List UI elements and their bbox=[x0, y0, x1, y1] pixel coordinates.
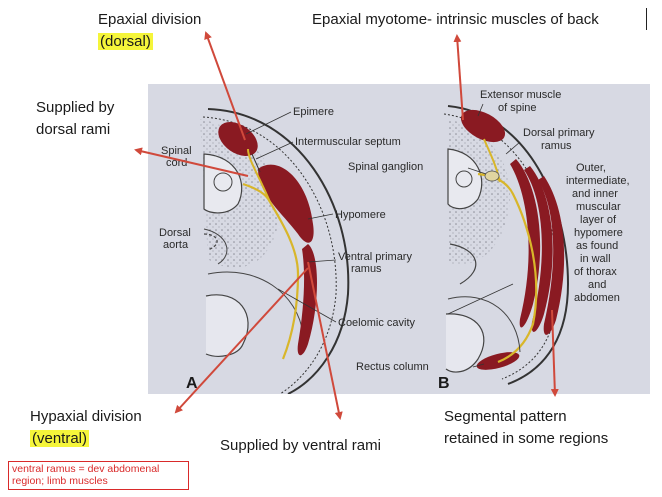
supplied-ventral-label: Supplied by ventral rami bbox=[220, 437, 381, 454]
label-ventral-primary-2: ramus bbox=[351, 263, 382, 275]
label-layers-3: and inner bbox=[572, 188, 618, 200]
label-dorsal-primary-2: ramus bbox=[541, 140, 572, 152]
epaxial-division-label: Epaxial division (dorsal) bbox=[98, 9, 201, 53]
label-layers-7: as found bbox=[576, 240, 618, 252]
segmental-line1: Segmental pattern bbox=[444, 408, 567, 425]
label-rectus-column: Rectus column bbox=[356, 361, 429, 373]
panel-a-drawing bbox=[200, 108, 350, 394]
label-dorsal-primary-1: Dorsal primary bbox=[523, 127, 595, 139]
label-layers-11: abdomen bbox=[574, 292, 620, 304]
label-layers-4: muscular bbox=[576, 201, 621, 213]
label-layers-1: Outer, bbox=[576, 162, 606, 174]
label-spinal-cord-2: cord bbox=[166, 157, 187, 169]
figure-drawing: Epimere Intermuscular septum Spinal cord… bbox=[159, 89, 630, 394]
ventral-highlight: (ventral) bbox=[30, 430, 90, 447]
note-line2: region; limb muscles bbox=[12, 475, 108, 487]
label-spinal-ganglion: Spinal ganglion bbox=[348, 161, 423, 173]
label-layers-9: of thorax bbox=[574, 266, 617, 278]
embryo-cross-section-figure: Epimere Intermuscular septum Spinal cord… bbox=[148, 84, 650, 394]
panel-a-letter: A bbox=[186, 375, 198, 392]
text-cursor bbox=[646, 8, 647, 30]
panel-b-drawing bbox=[443, 103, 570, 385]
panel-b-letter: B bbox=[438, 375, 450, 392]
label-coelomic-cavity: Coelomic cavity bbox=[338, 317, 416, 329]
label-extensor-1: Extensor muscle bbox=[480, 89, 561, 101]
label-epimere: Epimere bbox=[293, 106, 334, 118]
label-dorsal-aorta-1: Dorsal bbox=[159, 227, 191, 239]
hypaxial-division-label: Hypaxial division (ventral) bbox=[30, 406, 142, 450]
ventral-ramus-note: ventral ramus = dev abdomenal region; li… bbox=[8, 461, 189, 490]
segmental-line2: retained in some regions bbox=[444, 430, 609, 447]
supplied-dorsal-label: Supplied by dorsal rami bbox=[36, 97, 114, 141]
epaxial-myotome-label: Epaxial myotome- intrinsic muscles of ba… bbox=[312, 11, 599, 28]
segmental-label: Segmental pattern retained in some regio… bbox=[444, 406, 608, 450]
supplied-dorsal-line2: dorsal rami bbox=[36, 121, 111, 138]
label-intermuscular-septum: Intermuscular septum bbox=[295, 136, 401, 148]
dorsal-highlight: (dorsal) bbox=[98, 33, 153, 50]
label-layers-6: hypomere bbox=[574, 227, 623, 239]
label-ventral-primary-1: Ventral primary bbox=[338, 251, 412, 263]
note-line1: ventral ramus = dev abdomenal bbox=[12, 463, 160, 475]
label-hypomere: Hypomere bbox=[335, 209, 386, 221]
epaxial-division-text: Epaxial division bbox=[98, 11, 202, 28]
label-extensor-2: of spine bbox=[498, 102, 537, 114]
hypaxial-division-text: Hypaxial division bbox=[30, 408, 142, 425]
label-layers-2: intermediate, bbox=[566, 175, 630, 187]
label-spinal-cord-1: Spinal bbox=[161, 145, 192, 157]
label-dorsal-aorta-2: aorta bbox=[163, 239, 189, 251]
label-layers-8: in wall bbox=[580, 253, 611, 265]
label-layers-10: and bbox=[588, 279, 606, 291]
label-layers-5: layer of bbox=[580, 214, 617, 226]
supplied-dorsal-line1: Supplied by bbox=[36, 99, 115, 116]
